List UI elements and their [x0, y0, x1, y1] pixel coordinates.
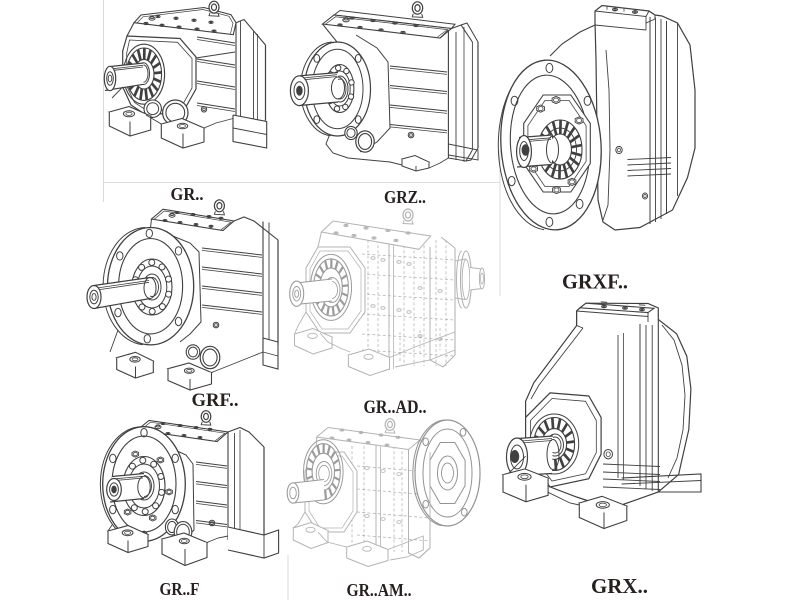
svg-text:GR..F: GR..F: [160, 579, 200, 599]
svg-text:GR..AM..: GR..AM..: [347, 580, 412, 600]
svg-text:GRF..: GRF..: [192, 390, 239, 411]
svg-text:GRX..: GRX..: [591, 574, 648, 598]
svg-text:GR..: GR..: [171, 184, 204, 204]
svg-text:GRXF..: GRXF..: [562, 270, 628, 294]
svg-text:GR..AD..: GR..AD..: [364, 398, 427, 418]
svg-text:GRZ..: GRZ..: [384, 187, 426, 207]
